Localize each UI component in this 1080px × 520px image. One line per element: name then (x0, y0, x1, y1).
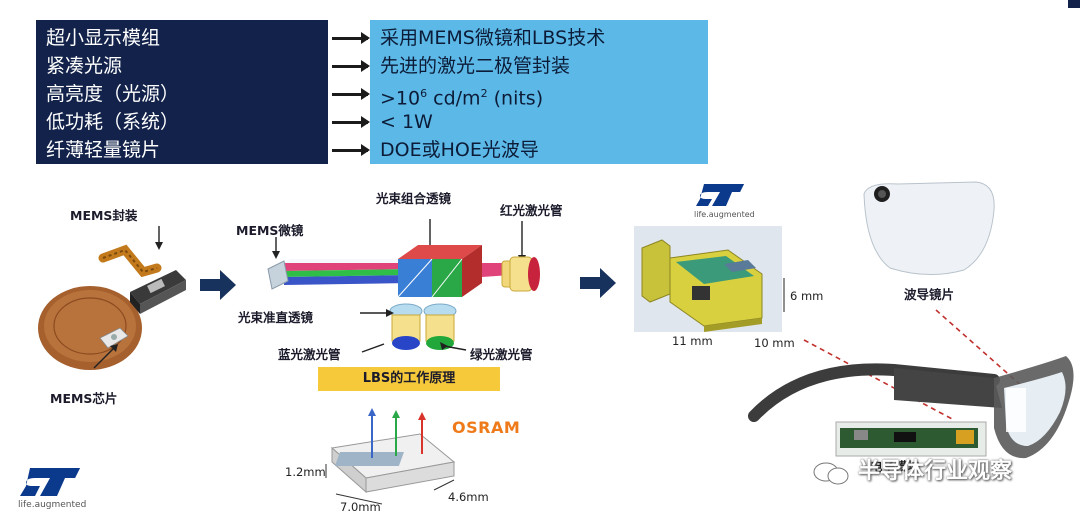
corner-mark (1068, 0, 1080, 8)
mems-mirror-label: MEMS微镜 (236, 223, 304, 238)
electronics-module-label: 电子模块 (870, 459, 921, 474)
right-arrow-icon (332, 32, 370, 44)
right-arrow-icon (332, 88, 370, 100)
spec-row: 低功耗（系统） < 1W (0, 108, 1080, 136)
green-laser-label: 绿光激光管 (470, 347, 533, 362)
lbs-optics-diagram (267, 219, 540, 350)
spec-value: 采用MEMS微镜和LBS技术 (380, 27, 606, 49)
laser-pointer-lines (361, 342, 467, 353)
waveguide-lens-label: 波导镜片 (904, 287, 955, 302)
flow-arrow-icon (200, 270, 236, 300)
st-logo (20, 468, 80, 496)
spec-key: 高亮度（光源） (46, 83, 180, 105)
osram-width-dim: 7.0mm (340, 500, 381, 514)
module-width-dim: 11 mm (672, 334, 713, 348)
module-depth-dim: 10 mm (754, 336, 795, 350)
blue-laser-label: 蓝光激光管 (278, 347, 341, 362)
dimension-line (783, 278, 785, 312)
spec-key-panel (36, 20, 328, 164)
right-arrow-icon (332, 144, 370, 156)
waveguide-lens-illustration (863, 181, 995, 276)
spec-value: < 1W (380, 111, 433, 133)
red-laser-label: 红光激光管 (500, 203, 563, 218)
spec-key: 紧凑光源 (46, 55, 123, 77)
spec-value-panel (370, 20, 708, 164)
osram-height-dim: 1.2mm (285, 465, 326, 479)
st-tagline: life.augmented (694, 210, 755, 219)
mems-package-label: MEMS封装 (70, 208, 138, 223)
spec-key: 纤薄轻量镜片 (46, 139, 161, 161)
spec-value: 先进的激光二极管封装 (380, 55, 571, 77)
right-arrow-icon (332, 60, 370, 72)
right-arrow-icon (332, 116, 370, 128)
flow-arrow-icon (580, 268, 616, 298)
mems-package-illustration (38, 226, 186, 370)
spec-row: 超小显示模组 采用MEMS微镜和LBS技术 (0, 24, 1080, 52)
collimator-lens-label: 光束准直透镜 (238, 310, 314, 325)
smart-glasses-illustration (748, 309, 1074, 459)
projection-module-illustration (641, 239, 763, 332)
lbs-caption-bar: LBS的工作原理 (318, 367, 500, 391)
module-height-dim: 6 mm (790, 289, 824, 303)
mems-chip-label: MEMS芯片 (50, 391, 118, 406)
spec-value: >106 cd/m2 (nits) (380, 87, 544, 110)
spec-row: 紧凑光源 先进的激光二极管封装 (0, 52, 1080, 80)
spec-row: 纤薄轻量镜片 DOE或HOE光波导 (0, 136, 1080, 164)
osram-depth-dim: 4.6mm (448, 490, 489, 504)
spec-value: DOE或HOE光波导 (380, 139, 539, 161)
spec-key: 超小显示模组 (46, 27, 161, 49)
st-logo (696, 184, 744, 206)
osram-logo: OSRAM (452, 418, 521, 437)
watermark-text: 半导体行业观察 (858, 459, 1013, 484)
spec-key: 低功耗（系统） (46, 111, 180, 133)
st-tagline: life.augmented (18, 500, 87, 510)
combiner-lens-label: 光束组合透镜 (376, 191, 452, 206)
wechat-icon (813, 462, 849, 485)
osram-laser-package (325, 408, 456, 505)
spec-row: 高亮度（光源） >106 cd/m2 (nits) (0, 80, 1080, 109)
